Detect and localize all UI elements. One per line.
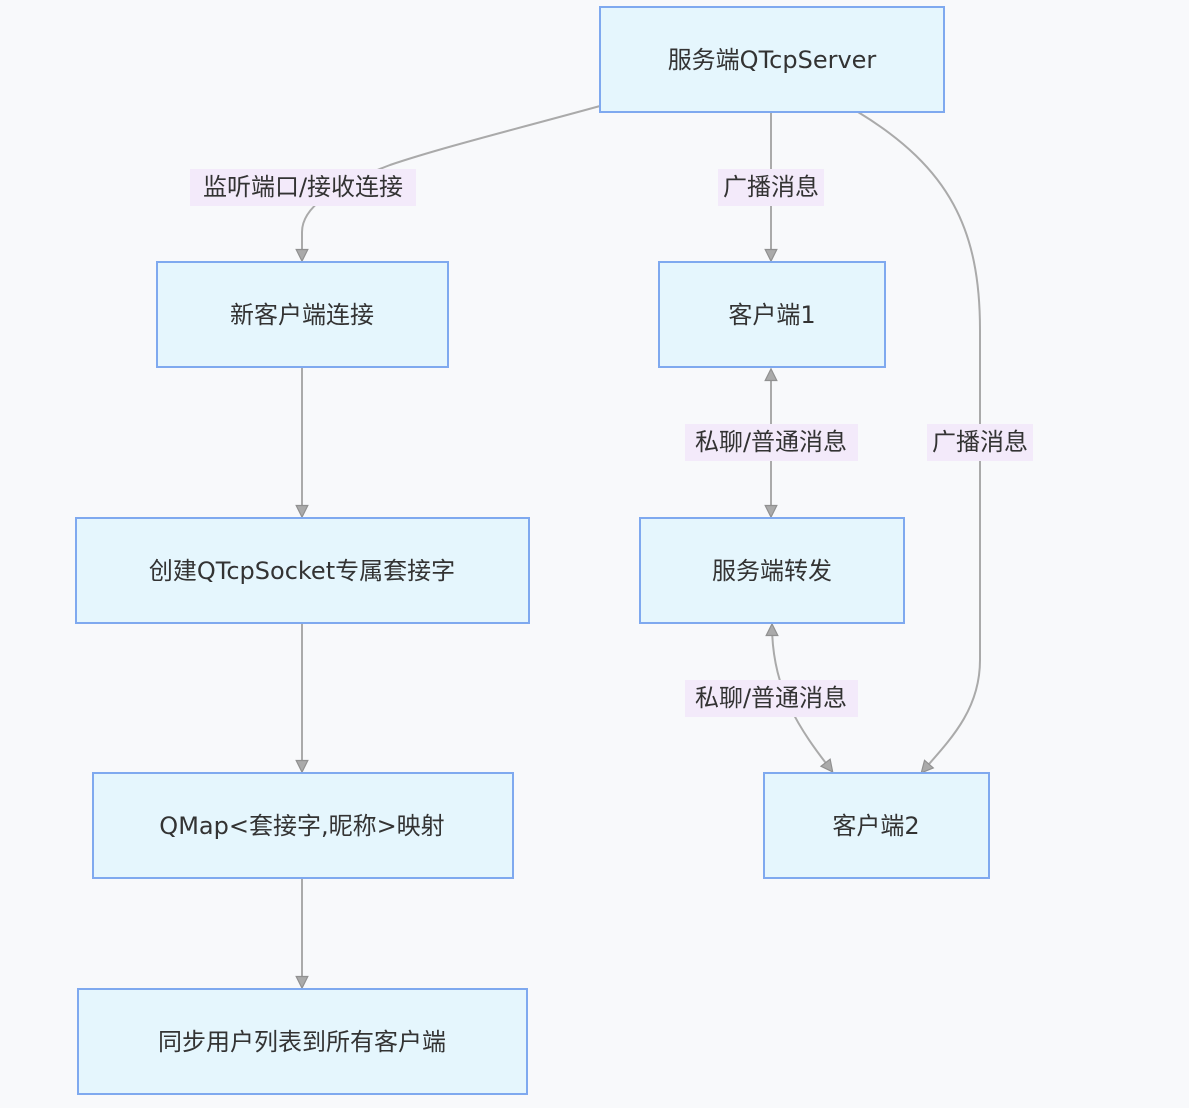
nodes: 服务端QTcpServer 新客户端连接 客户端1 创建QTcpSocket专属… xyxy=(75,6,990,1095)
node-qmap: QMap<套接字,昵称>映射 xyxy=(92,772,514,879)
edges xyxy=(302,105,981,987)
svg-text:广播消息: 广播消息 xyxy=(723,173,819,201)
svg-text:创建QTcpSocket专属套接字: 创建QTcpSocket专属套接字 xyxy=(149,557,455,585)
svg-text:服务端转发: 服务端转发 xyxy=(712,557,832,585)
node-client2: 客户端2 xyxy=(763,772,990,879)
svg-text:新客户端连接: 新客户端连接 xyxy=(230,301,374,329)
node-new-client: 新客户端连接 xyxy=(156,261,449,368)
edge-server-to-client2 xyxy=(857,111,981,772)
svg-text:私聊/普通消息: 私聊/普通消息 xyxy=(695,428,847,456)
edge-label-private-client2: 私聊/普通消息 xyxy=(685,680,858,717)
svg-text:私聊/普通消息: 私聊/普通消息 xyxy=(695,684,847,712)
edge-label-private-client1: 私聊/普通消息 xyxy=(685,424,858,461)
edge-label-listen: 监听端口/接收连接 xyxy=(190,169,416,206)
edge-labels: 监听端口/接收连接 广播消息 广播消息 私聊/普通消息 私聊/普通消息 xyxy=(190,169,1033,717)
node-sync-users: 同步用户列表到所有客户端 xyxy=(77,988,528,1095)
svg-text:监听端口/接收连接: 监听端口/接收连接 xyxy=(203,173,403,201)
node-forward: 服务端转发 xyxy=(639,517,905,624)
svg-text:客户端1: 客户端1 xyxy=(728,301,815,329)
edge-label-broadcast-client1: 广播消息 xyxy=(718,169,824,206)
svg-text:QMap<套接字,昵称>映射: QMap<套接字,昵称>映射 xyxy=(159,812,444,840)
node-create-socket: 创建QTcpSocket专属套接字 xyxy=(75,517,530,624)
edge-server-to-new-client xyxy=(302,105,601,260)
svg-text:客户端2: 客户端2 xyxy=(832,812,919,840)
svg-text:服务端QTcpServer: 服务端QTcpServer xyxy=(668,46,877,74)
edge-label-broadcast-client2: 广播消息 xyxy=(927,424,1033,461)
svg-text:广播消息: 广播消息 xyxy=(932,428,1028,456)
node-server: 服务端QTcpServer xyxy=(599,6,945,113)
node-client1: 客户端1 xyxy=(658,261,886,368)
svg-text:同步用户列表到所有客户端: 同步用户列表到所有客户端 xyxy=(158,1028,446,1056)
